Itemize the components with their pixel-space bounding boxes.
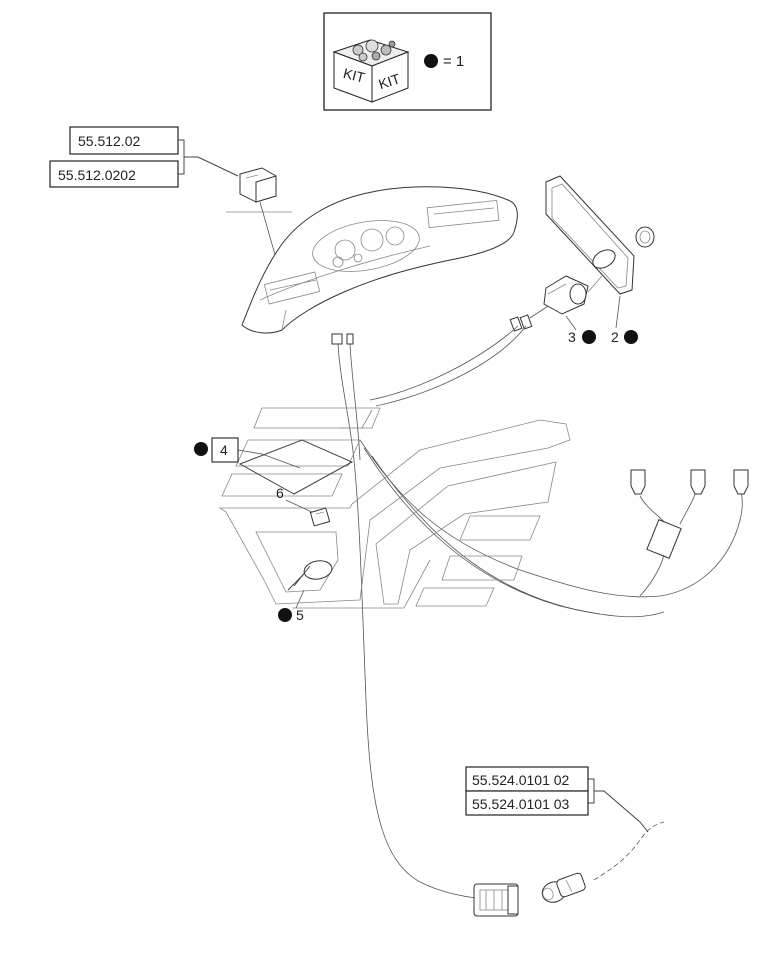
callout-5-leader — [295, 589, 305, 609]
small-connector — [331, 333, 343, 345]
callout-6[interactable]: 6 — [276, 485, 284, 501]
side-console — [218, 407, 571, 609]
kit-dot — [194, 442, 208, 456]
round-plug-connector — [541, 872, 586, 903]
relay-block — [646, 519, 682, 559]
ref-text: 55.524.0101 03 — [472, 796, 570, 812]
plug-connector-a — [630, 469, 646, 495]
kit-dot-symbol — [424, 54, 438, 68]
kit-label-right: KIT — [376, 70, 402, 92]
switch-module — [239, 167, 277, 203]
part-4-panel — [238, 439, 354, 495]
callout-3[interactable]: 3 — [568, 329, 596, 345]
callout-4-leader — [237, 449, 301, 469]
ref-55-512-02[interactable]: 55.512.02 — [69, 126, 179, 155]
callout-number: 2 — [611, 329, 619, 345]
callout-2-leader — [615, 295, 621, 329]
ref-leader-top — [178, 139, 239, 177]
ref-55-512-0202[interactable]: 55.512.0202 — [49, 160, 179, 188]
callout-4[interactable]: 4 — [194, 437, 239, 463]
wiring-harness — [331, 325, 749, 899]
kit-dot — [582, 330, 596, 344]
callout-number: 4 — [220, 442, 228, 458]
instrument-cluster — [241, 186, 518, 334]
plug-connector-c — [733, 469, 749, 495]
kit-box-icon — [332, 39, 410, 103]
kit-legend: KIT KIT = 1 — [323, 12, 492, 111]
cable-tie-part — [287, 560, 333, 591]
mounting-plate — [545, 175, 635, 295]
kit-equation: = 1 — [443, 53, 464, 70]
callout-number: 5 — [296, 607, 304, 623]
ignition-switch — [543, 275, 589, 315]
callout-2[interactable]: 2 — [611, 329, 638, 345]
plug-connector-b — [690, 469, 706, 495]
kit-dot — [278, 608, 292, 622]
callout-5[interactable]: 5 — [278, 607, 304, 623]
ref-leader-bottom — [588, 778, 649, 833]
ref-text: 55.512.02 — [78, 133, 140, 149]
ref-55-524-0101-03[interactable]: 55.524.0101 03 — [465, 790, 589, 816]
small-connector-2 — [346, 333, 354, 345]
plug-cap — [635, 226, 655, 248]
fuse-part — [309, 507, 331, 527]
callout-number: 3 — [568, 329, 576, 345]
spade-connectors — [509, 314, 533, 332]
callout-6-leader — [285, 499, 317, 515]
ref-55-524-0101-02[interactable]: 55.524.0101 02 — [465, 766, 589, 792]
kit-dot — [624, 330, 638, 344]
switch-axis-line — [587, 275, 603, 293]
kit-label-left: KIT — [342, 65, 367, 86]
multi-pin-connector — [473, 883, 519, 917]
ref-text: 55.512.0202 — [58, 167, 136, 183]
ref-text: 55.524.0101 02 — [472, 772, 570, 788]
callout-number: 6 — [276, 485, 284, 501]
connector-leader — [529, 305, 549, 319]
callout-3-leader — [565, 315, 577, 331]
